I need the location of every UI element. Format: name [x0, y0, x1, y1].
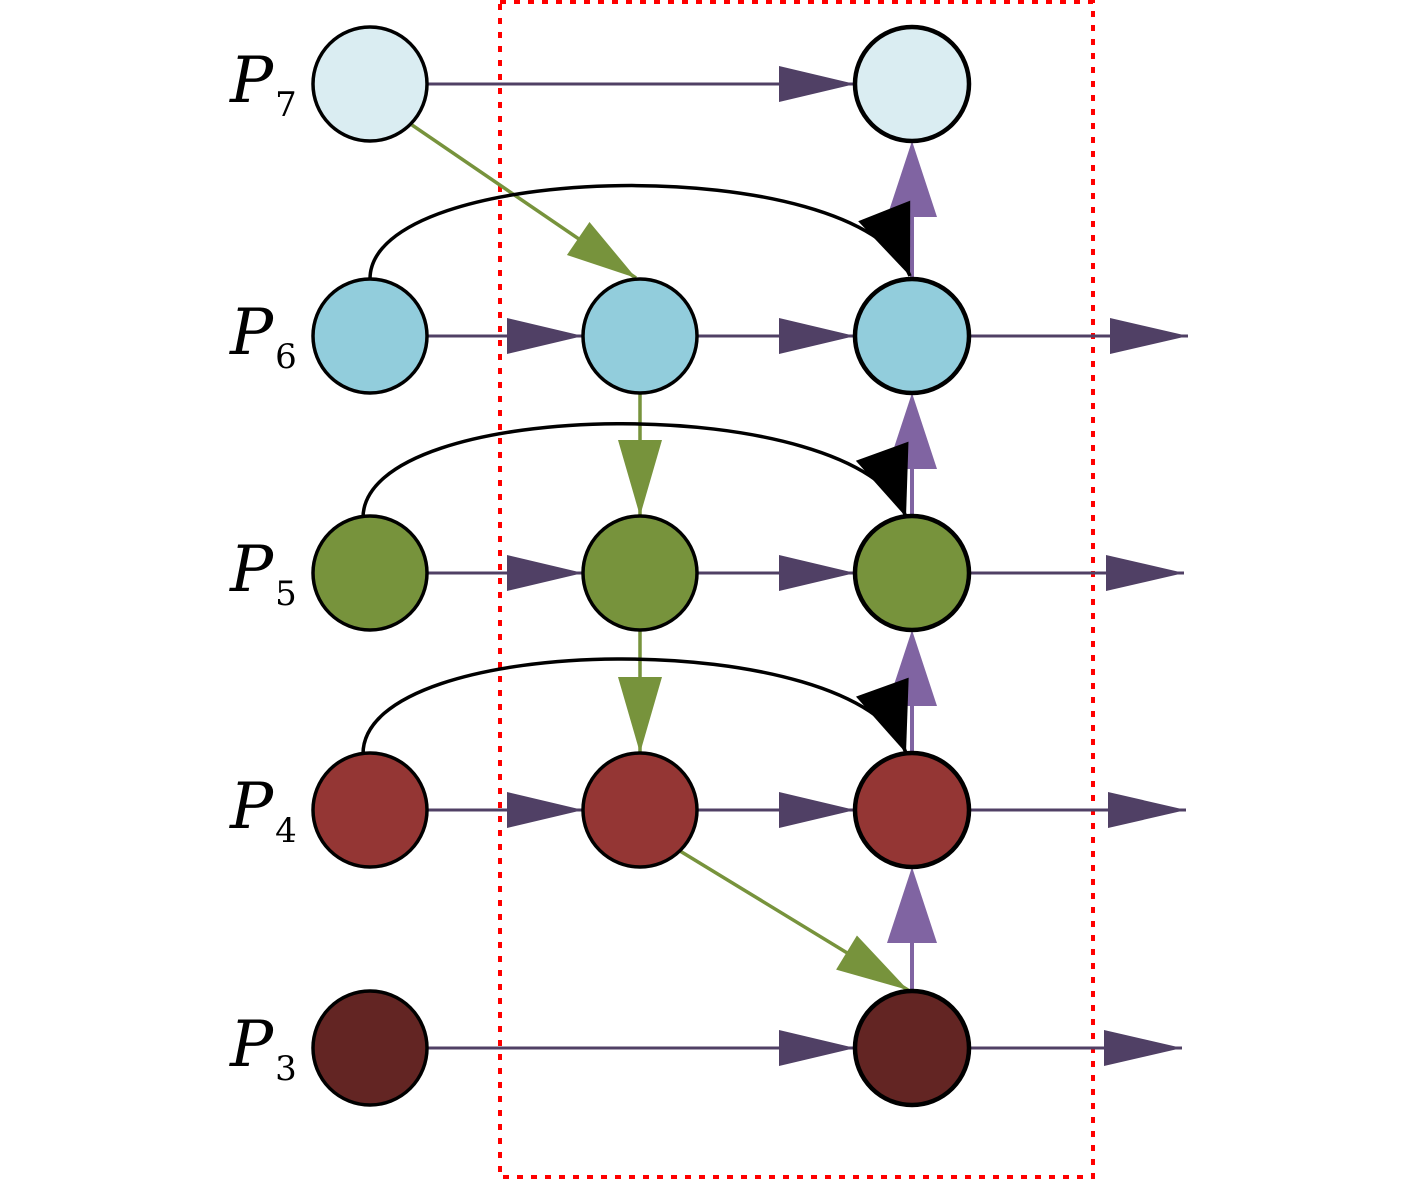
- lateral-arrowhead: [779, 555, 855, 591]
- feature-node-p5: [581, 514, 699, 632]
- bottom-up-arrowhead: [887, 141, 937, 217]
- level-subscript: 4: [275, 811, 297, 851]
- feature-node-p6: [311, 277, 429, 395]
- level-letter: P: [229, 296, 274, 370]
- lateral-arrowhead: [1110, 318, 1188, 354]
- skip-connection-edge: [361, 657, 908, 755]
- feature-node-p7: [311, 25, 429, 143]
- level-letter: P: [229, 770, 274, 844]
- level-label-p4: P4: [229, 770, 297, 851]
- top-down-arrowhead: [618, 677, 662, 753]
- level-subscript: 7: [275, 85, 297, 125]
- level-subscript: 6: [275, 337, 297, 377]
- skip-connection-edge: [361, 422, 908, 519]
- feature-node-p5: [852, 513, 972, 633]
- feature-node-p4: [852, 750, 972, 870]
- skip-connection-arrowhead: [855, 677, 909, 753]
- top-down-arrowhead: [566, 222, 636, 278]
- lateral-arrowhead: [1104, 1030, 1182, 1066]
- level-label-p6: P6: [229, 296, 297, 377]
- level-letter: P: [229, 44, 274, 118]
- lateral-arrowhead: [779, 1030, 855, 1066]
- lateral-arrowhead: [779, 66, 855, 102]
- level-label-p5: P5: [229, 533, 297, 614]
- lateral-arrowhead: [507, 792, 583, 828]
- skip-connection-arrowhead: [855, 441, 909, 517]
- level-letter: P: [229, 533, 274, 607]
- feature-node-p3: [311, 989, 429, 1107]
- lateral-arrowhead: [507, 555, 583, 591]
- feature-node-p4: [311, 751, 429, 869]
- level-letter: P: [229, 1008, 274, 1082]
- level-subscript: 5: [275, 574, 297, 614]
- level-subscript: 3: [275, 1049, 297, 1089]
- lateral-arrowhead: [1106, 555, 1184, 591]
- feature-node-p3: [852, 988, 972, 1108]
- top-down-arrowhead: [618, 440, 662, 516]
- lateral-arrowhead: [779, 318, 855, 354]
- feature-node-p6: [581, 277, 699, 395]
- feature-node-p5: [311, 514, 429, 632]
- feature-node-p6: [852, 276, 972, 396]
- skip-connection-edge: [368, 183, 912, 280]
- lateral-arrowhead: [507, 318, 583, 354]
- lateral-arrowhead: [779, 792, 855, 828]
- level-label-p7: P7: [229, 44, 297, 125]
- feature-node-p7: [852, 24, 972, 144]
- skip-connection-arrowhead: [858, 200, 911, 276]
- top-down-arrowhead: [836, 935, 908, 990]
- lateral-arrowhead: [1108, 792, 1186, 828]
- bottom-up-arrowhead: [887, 867, 937, 943]
- highlight-region: [498, 0, 1095, 1179]
- level-label-p3: P3: [229, 1008, 297, 1089]
- feature-node-p4: [581, 751, 699, 869]
